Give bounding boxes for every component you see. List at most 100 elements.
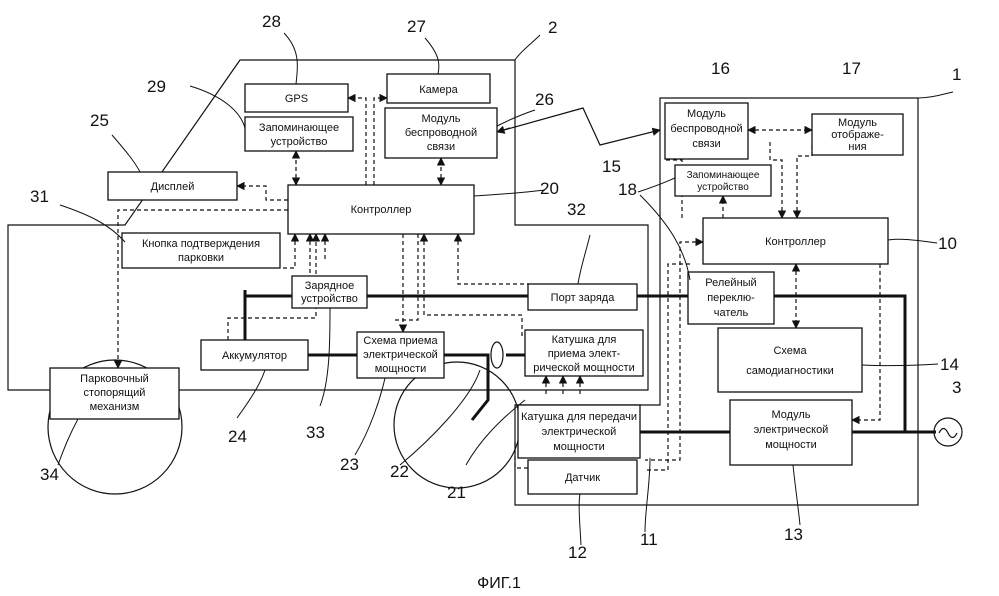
self-diagnostics-line2: самодиагностики [746, 365, 834, 377]
relay-line3: чатель [714, 307, 749, 319]
parking-lock-box: Парковочный стопорящий механизм [50, 368, 179, 419]
wireless-vehicle-line3: связи [427, 141, 455, 153]
ref-11: 11 [640, 530, 658, 549]
charge-port-label: Порт заряда [551, 292, 616, 304]
wireless-ground-line1: Модуль [687, 108, 726, 120]
svg-text:устройство: устройство [271, 136, 328, 148]
ref-26: 26 [535, 90, 554, 109]
ref-34: 34 [40, 465, 59, 484]
charge-port-box: Порт заряда [528, 284, 637, 310]
controller-ground-box: Контроллер [703, 218, 888, 264]
relay-line1: Релейный [705, 277, 756, 289]
ref-3: 3 [952, 378, 961, 397]
controller-ground-label: Контроллер [765, 236, 826, 248]
receiving-circuit-line3: мощности [375, 363, 427, 375]
self-diagnostics-box: Схема самодиагностики [718, 328, 862, 392]
receiving-circuit-line2: электрической [363, 349, 438, 361]
ref-22: 22 [390, 462, 409, 481]
memory-ground-line2: устройство [697, 182, 749, 193]
receiving-coil-line3: рической мощности [533, 362, 634, 374]
power-module-line3: мощности [765, 439, 817, 451]
sensor-label: Датчик [565, 472, 600, 484]
receiving-coil-line2: приема элект- [548, 348, 621, 360]
figure-caption: ФИГ.1 [477, 575, 521, 592]
receiving-coil-box: Катушка для приема элект- рической мощно… [525, 330, 643, 376]
wireless-vehicle-line1: Модуль [422, 113, 461, 125]
ref-14: 14 [940, 355, 959, 374]
svg-text:Запоминающее: Запоминающее [259, 122, 339, 134]
display-module-line2: отображе- [831, 129, 884, 141]
ref-16: 16 [711, 59, 730, 78]
ref-32: 32 [567, 200, 586, 219]
ref-21: 21 [447, 483, 466, 502]
memory-vehicle-line2: устройство [271, 136, 328, 148]
ref-18: 18 [618, 180, 637, 199]
ref-31: 31 [30, 187, 49, 206]
ref-24: 24 [228, 427, 247, 446]
wireless-vehicle-box: Модуль беспроводной связи [385, 108, 497, 158]
charger-line2: устройство [301, 293, 358, 305]
power-module-box: Модуль электрической мощности [730, 400, 852, 465]
controller-vehicle-label: Контроллер [351, 204, 412, 216]
power-module-line2: электрической [754, 424, 829, 436]
park-button-line1: Кнопка подтверждения [142, 238, 260, 250]
battery-box: Аккумулятор [201, 340, 308, 370]
ref-1: 1 [952, 65, 961, 84]
wireless-ground-line3: связи [692, 138, 720, 150]
transmit-coil-box: Катушка для передачи электрической мощно… [518, 405, 640, 458]
controller-vehicle-box: Контроллер [288, 185, 474, 234]
sensor-box: Датчик [528, 460, 637, 494]
receiving-circuit-box: Схема приема электрической мощности [357, 332, 444, 378]
display-module-line1: Модуль [838, 117, 877, 129]
display-label: Дисплей [151, 181, 195, 193]
ref-25: 25 [90, 111, 109, 130]
parking-lock-line1: Парковочный [80, 373, 149, 385]
front-wheel [394, 362, 520, 488]
park-button-line2: парковки [178, 252, 224, 264]
ref-17: 17 [842, 59, 861, 78]
receiving-circuit-line1: Схема приема [363, 335, 438, 347]
camera-label: Камера [419, 84, 458, 96]
ref-20: 20 [540, 179, 559, 198]
wireless-link [497, 108, 660, 145]
self-diagnostics-line1: Схема [773, 345, 807, 357]
park-button-box: Кнопка подтверждения парковки [122, 233, 280, 268]
parking-lock-line2: стопорящий [84, 387, 146, 399]
ref-15: 15 [602, 157, 621, 176]
receiving-coil-line1: Катушка для [552, 334, 617, 346]
ref-10: 10 [938, 234, 957, 253]
wireless-ground-box: Модуль беспроводной связи [665, 103, 748, 159]
camera-box: Камера [387, 74, 490, 103]
ref-33: 33 [306, 423, 325, 442]
wireless-ground-line2: беспроводной [670, 123, 742, 135]
memory-ground-box: Запоминающее устройство [675, 165, 771, 196]
gps-label: GPS [285, 93, 308, 105]
power-module-line1: Модуль [772, 409, 811, 421]
ref-12: 12 [568, 543, 587, 562]
parking-lock-line3: механизм [90, 401, 140, 413]
ref-13: 13 [784, 525, 803, 544]
memory-ground-line1: Запоминающее [687, 170, 760, 181]
charger-box: Зарядное устройство [292, 276, 367, 308]
memory-vehicle-line1: Запоминающее [259, 122, 339, 134]
memory-vehicle-box: Запоминающее устройство [245, 117, 353, 151]
ref-23: 23 [340, 455, 359, 474]
wireless-vehicle-line2: беспроводной [405, 127, 477, 139]
relay-line2: переклю- [707, 292, 755, 304]
relay-box: Релейный переклю- чатель [688, 272, 774, 324]
leader-lines [58, 33, 953, 545]
ac-source [934, 418, 962, 446]
ref-28: 28 [262, 12, 281, 31]
display-module-box: Модуль отображе- ния [812, 114, 903, 155]
charger-line1: Зарядное [305, 280, 354, 292]
display-module-line3: ния [848, 141, 866, 153]
transmit-coil-line2: электрической [542, 426, 617, 438]
transmit-coil-line3: мощности [553, 441, 605, 453]
battery-label: Аккумулятор [222, 350, 287, 362]
ref-29: 29 [147, 77, 166, 96]
display-box: Дисплей [108, 172, 237, 200]
ref-27: 27 [407, 17, 426, 36]
reference-numbers: 28 27 2 1 29 26 16 17 25 15 18 20 31 32 … [30, 12, 961, 562]
gps-box: GPS [245, 84, 348, 112]
